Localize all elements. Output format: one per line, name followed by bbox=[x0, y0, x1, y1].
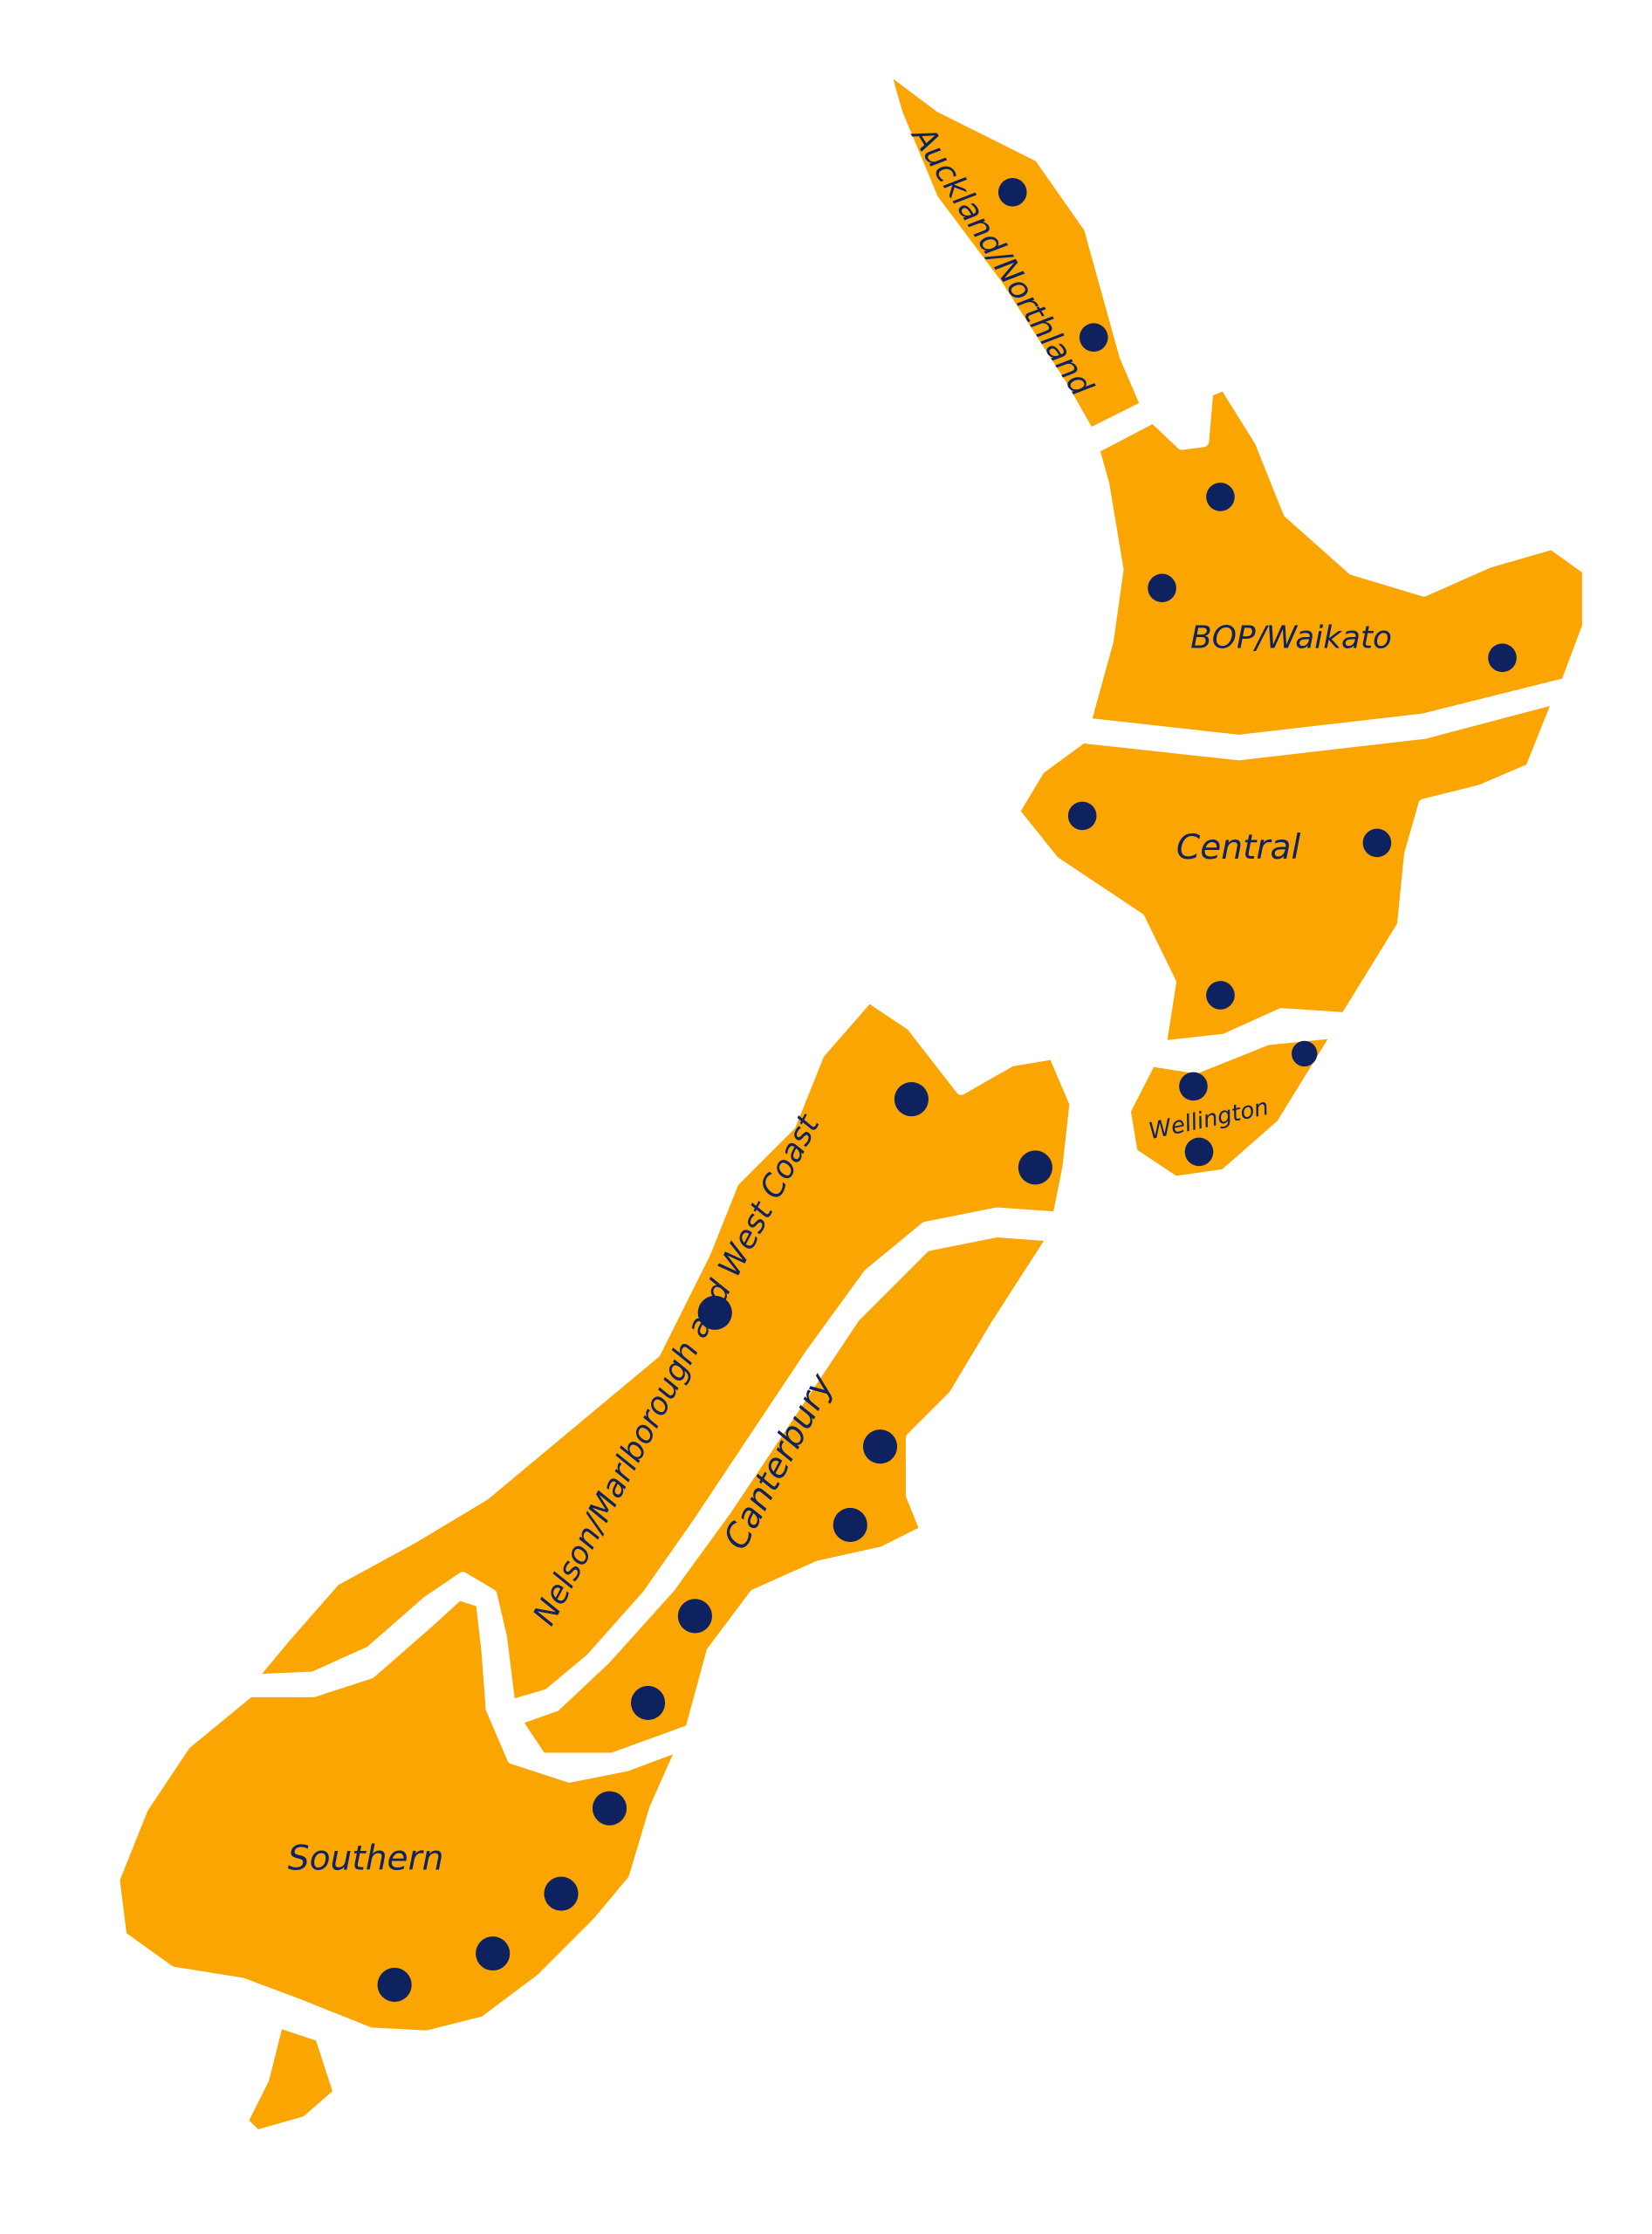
stewart-island bbox=[236, 2016, 346, 2141]
location-marker[interactable] bbox=[544, 1876, 579, 1911]
location-marker[interactable] bbox=[1148, 573, 1176, 603]
location-marker[interactable] bbox=[1018, 1150, 1052, 1185]
location-marker[interactable] bbox=[862, 1429, 898, 1464]
location-marker[interactable] bbox=[1206, 981, 1235, 1010]
location-marker[interactable] bbox=[592, 1791, 627, 1826]
region-central[interactable] bbox=[1008, 691, 1566, 1052]
location-marker[interactable] bbox=[1488, 643, 1517, 673]
location-marker[interactable] bbox=[1067, 801, 1097, 831]
location-marker[interactable] bbox=[1184, 1137, 1214, 1167]
region-nelson-marlborough-west-coast[interactable] bbox=[243, 990, 1081, 1712]
label-bop-waikato: BOP/Waikato bbox=[1190, 620, 1392, 655]
location-marker[interactable] bbox=[1292, 1040, 1318, 1067]
region-canterbury[interactable] bbox=[510, 1225, 1060, 1765]
location-marker[interactable] bbox=[894, 1082, 929, 1117]
location-marker[interactable] bbox=[630, 1685, 666, 1720]
label-southern: Southern bbox=[288, 1839, 444, 1878]
location-marker[interactable] bbox=[1206, 483, 1235, 511]
location-marker[interactable] bbox=[1362, 828, 1392, 858]
location-marker[interactable] bbox=[1079, 323, 1108, 353]
location-marker[interactable] bbox=[1179, 1072, 1208, 1101]
location-marker[interactable] bbox=[997, 177, 1027, 207]
region-bop-waikato[interactable] bbox=[1079, 379, 1594, 746]
location-marker[interactable] bbox=[677, 1599, 712, 1634]
location-marker[interactable] bbox=[833, 1507, 867, 1543]
region-southern[interactable] bbox=[108, 1588, 689, 2042]
location-marker[interactable] bbox=[377, 1967, 412, 2003]
region-wellington[interactable] bbox=[1119, 1026, 1345, 1188]
location-marker[interactable] bbox=[476, 1936, 511, 1971]
label-central: Central bbox=[1176, 828, 1301, 867]
location-marker[interactable] bbox=[697, 1295, 732, 1330]
